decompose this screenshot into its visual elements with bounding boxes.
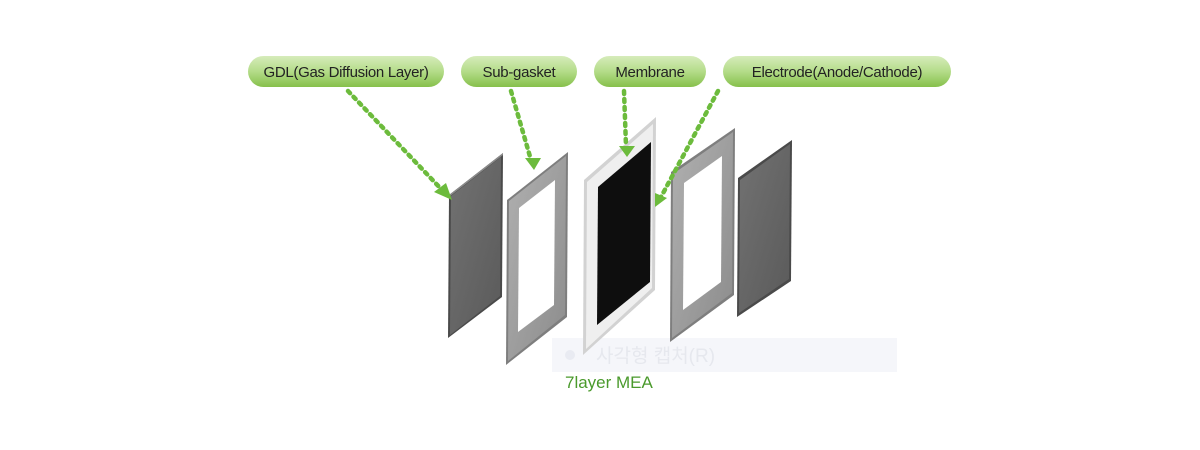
watermark-text: 사각형 캡처(R) xyxy=(596,345,715,367)
dotted-arrow-icon xyxy=(345,88,721,200)
arrowheads xyxy=(434,146,667,207)
label-subgasket-text: Sub-gasket xyxy=(483,64,557,81)
subgasket-left-layer xyxy=(506,152,568,365)
label-electrode: Electrode(Anode/Cathode) xyxy=(723,56,951,87)
diagram-caption: 7layer MEA xyxy=(565,373,654,392)
label-subgasket: Sub-gasket xyxy=(461,56,577,87)
label-gdl: GDL(Gas Diffusion Layer) xyxy=(248,56,444,87)
gdl-right-layer xyxy=(737,140,792,317)
membrane-layer xyxy=(583,117,656,355)
watermark: 사각형 캡처(R) xyxy=(552,338,897,372)
label-membrane: Membrane xyxy=(594,56,706,87)
subgasket-right-layer xyxy=(670,128,735,342)
label-electrode-text: Electrode(Anode/Cathode) xyxy=(752,64,923,81)
gdl-left-layer xyxy=(448,153,503,338)
label-membrane-text: Membrane xyxy=(615,64,684,81)
label-gdl-text: GDL(Gas Diffusion Layer) xyxy=(263,64,428,81)
